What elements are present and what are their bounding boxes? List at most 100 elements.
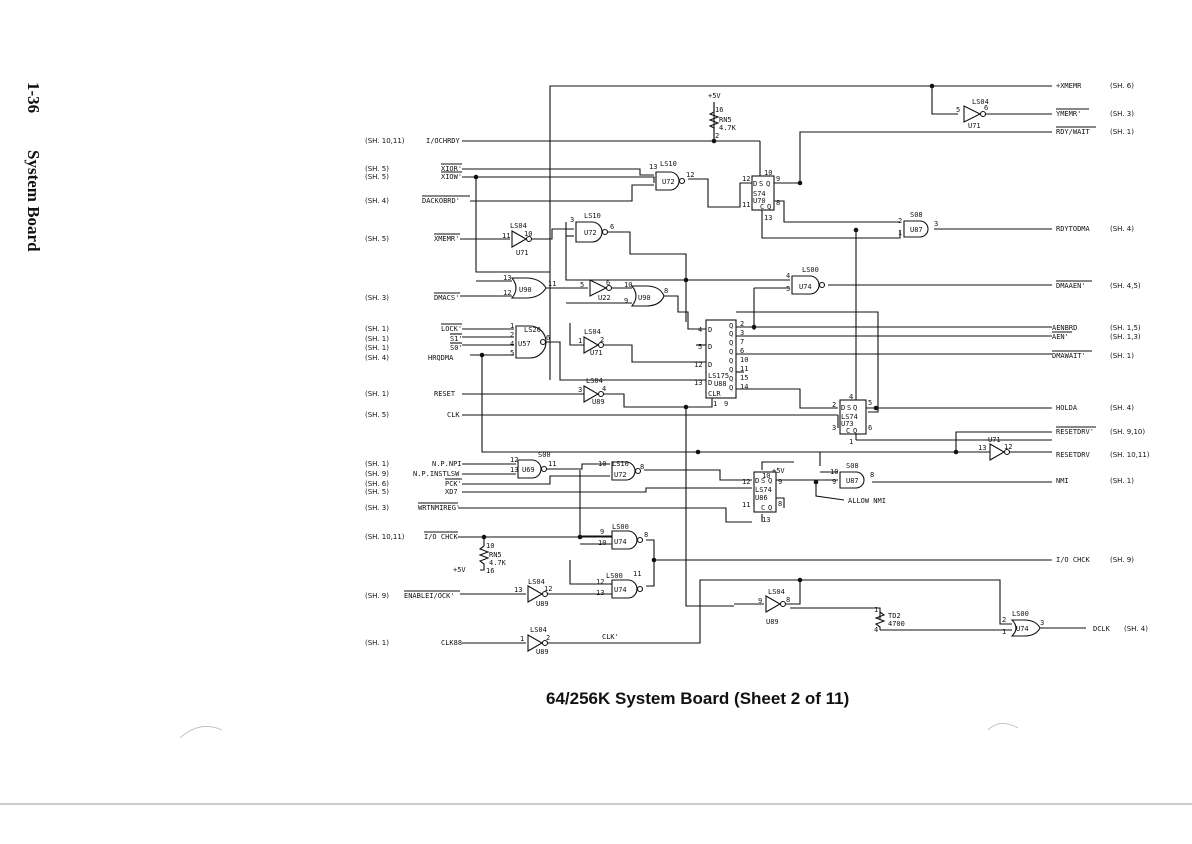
part-type: LS04	[530, 626, 547, 634]
right-signal-name: DMAAEN'	[1056, 282, 1086, 290]
svg-text:2: 2	[1002, 616, 1006, 624]
nand-u72b: LS10 U72 36	[570, 212, 614, 243]
part-ref: U72	[584, 229, 597, 237]
svg-text:1: 1	[1002, 628, 1006, 636]
part-ref: U73	[841, 420, 854, 428]
part-ref: U72	[662, 178, 675, 186]
junction-dots	[473, 83, 959, 583]
svg-text:14: 14	[740, 383, 748, 391]
svg-text:Q: Q	[729, 322, 733, 330]
svg-text:1: 1	[898, 229, 902, 237]
right-ref: (SH. 4)	[1110, 404, 1134, 412]
right-ref: (SH. 9,10)	[1110, 428, 1145, 436]
right-signal-name: DMAWAIT'	[1052, 352, 1086, 360]
svg-text:16: 16	[486, 567, 494, 575]
svg-text:S: S	[761, 477, 765, 485]
right-signal-name: I/O CHCK	[1056, 556, 1091, 564]
svg-text:11: 11	[633, 570, 641, 578]
svg-text:9: 9	[600, 528, 604, 536]
svg-text:C: C	[846, 427, 850, 435]
part-type: U71	[988, 436, 1001, 444]
svg-text:3: 3	[832, 424, 836, 432]
right-ref: (SH. 4,5)	[1110, 282, 1141, 290]
clk-prime-note: CLK'	[602, 633, 619, 641]
svg-text:8: 8	[640, 463, 644, 471]
part-type: S08	[846, 462, 859, 470]
part-type: RN5	[489, 551, 502, 559]
part-ref: U74	[799, 283, 812, 291]
part-type: LS04	[528, 578, 545, 586]
latch-u88: DD DD QQ QQ QQ QQ LS175 U88 CLR 45 1213 …	[694, 319, 748, 408]
svg-text:1: 1	[849, 438, 853, 446]
svg-text:8: 8	[644, 531, 648, 539]
svg-text:2: 2	[600, 336, 604, 344]
left-ref: (SH. 5)	[365, 411, 389, 419]
part-value: 4.7K	[719, 124, 737, 132]
svg-text:13: 13	[514, 586, 522, 594]
left-ref: (SH. 1)	[365, 335, 389, 343]
part-type: LS10	[660, 160, 677, 168]
right-signal-name: RESETDRV	[1056, 451, 1091, 459]
svg-text:1: 1	[874, 606, 878, 614]
svg-text:10: 10	[830, 468, 838, 476]
part-ref: U89	[592, 398, 605, 406]
svg-text:Q: Q	[768, 477, 772, 485]
left-signal-name: XIOW'	[441, 173, 462, 181]
svg-text:4: 4	[786, 272, 790, 280]
part-type: LS04	[510, 222, 527, 230]
left-signal-name: WRTNMIREG'	[418, 504, 460, 512]
right-signal-name: AEN'	[1052, 333, 1069, 341]
svg-text:4: 4	[874, 626, 878, 634]
side-page-number: 1-36	[24, 82, 43, 113]
left-signal-name: CLK	[447, 411, 460, 419]
left-ref: (SH. 5)	[365, 165, 389, 173]
right-ref: (SH. 1,5)	[1110, 324, 1141, 332]
svg-text:10: 10	[764, 169, 772, 177]
left-ref: (SH. 5)	[365, 173, 389, 181]
part-value: 4.7K	[489, 559, 507, 567]
svg-text:8: 8	[776, 199, 780, 207]
svg-text:Q: Q	[729, 339, 733, 347]
right-signal-labels: +XMEMR (SH. 6) YMEMR' (SH. 3) RDY/WAIT (…	[1052, 82, 1150, 633]
right-signal-name: RESETDRV'	[1056, 428, 1094, 436]
part-ref: U74	[614, 538, 627, 546]
svg-text:5: 5	[580, 281, 584, 289]
svg-text:6: 6	[610, 223, 614, 231]
right-ref: (SH. 9)	[1110, 556, 1134, 564]
svg-text:C: C	[760, 203, 764, 211]
part-value: 4700	[888, 620, 905, 628]
scan-artifact	[987, 723, 1019, 731]
svg-text:5: 5	[698, 343, 702, 351]
right-overbars	[1052, 108, 1096, 428]
svg-text:D: D	[753, 180, 757, 188]
right-ref: (SH. 1)	[1110, 128, 1134, 136]
svg-text:3: 3	[740, 329, 744, 337]
part-type: S74	[753, 190, 766, 198]
svg-text:9: 9	[832, 478, 836, 486]
svg-text:8: 8	[778, 500, 782, 508]
svg-text:1: 1	[578, 337, 582, 345]
part-ref: U70	[753, 197, 766, 205]
part-ref: U89	[536, 648, 549, 656]
svg-text:4: 4	[849, 393, 853, 401]
left-ref: (SH. 4)	[365, 197, 389, 205]
part-ref: U69	[522, 466, 535, 474]
svg-text:11: 11	[548, 280, 556, 288]
svg-text:9: 9	[758, 597, 762, 605]
part-type: S08	[910, 211, 923, 219]
part-ref: U87	[846, 477, 859, 485]
left-ref: (SH. 6)	[365, 480, 389, 488]
left-signal-name: N.P.NPI	[432, 460, 462, 468]
svg-text:6: 6	[740, 347, 744, 355]
part-ref: U71	[968, 122, 981, 130]
resistor-rn5-bottom: 10 RN5 4.7K +5V 16	[453, 542, 507, 575]
right-ref: (SH. 10,11)	[1110, 451, 1150, 459]
left-ref: (SH. 3)	[365, 294, 389, 302]
svg-text:6: 6	[984, 104, 988, 112]
